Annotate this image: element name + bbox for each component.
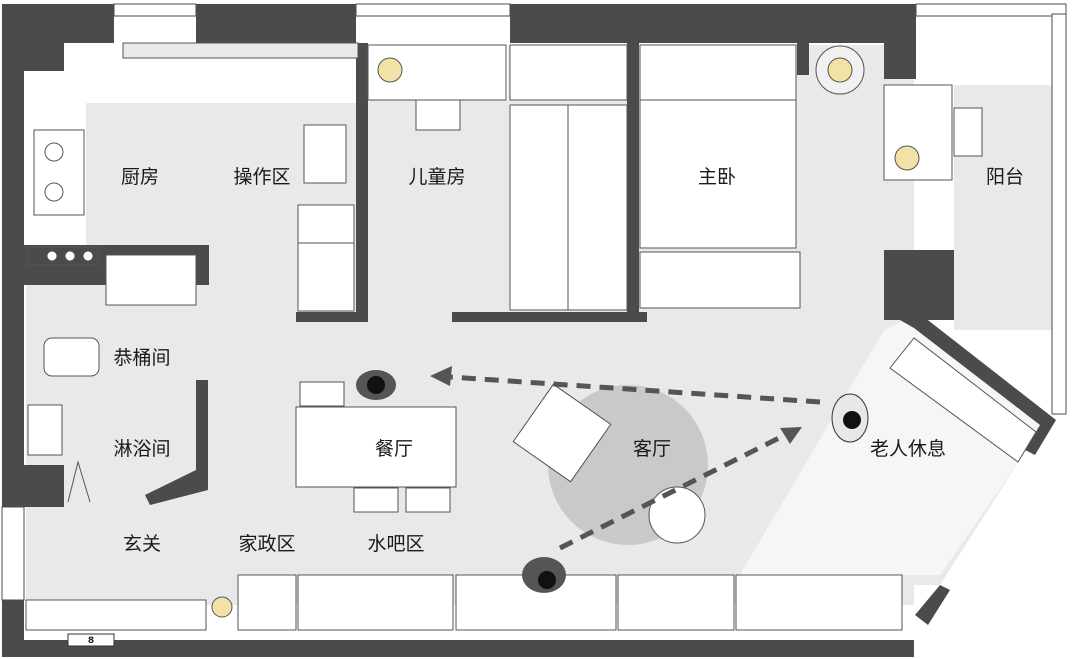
door-tag: 8 <box>88 636 94 646</box>
label-elder-rest: 老人休息 <box>870 438 946 460</box>
balcony-furniture <box>211 57 983 618</box>
label-entrance: 玄关 <box>123 533 161 555</box>
person-living-icon <box>522 557 566 593</box>
room-labels: 厨房 操作区 儿童房 主卧 阳台 恭桶间 淋浴间 餐厅 客厅 老人休息 玄关 家… <box>113 166 1024 555</box>
label-master-bedroom: 主卧 <box>698 166 736 188</box>
label-dining-room: 餐厅 <box>375 438 413 460</box>
label-toilet-room: 恭桶间 <box>113 347 170 369</box>
kids-room-furniture <box>367 44 628 311</box>
person-dining-icon <box>356 370 396 400</box>
arrowhead-elder <box>780 427 802 444</box>
arrow-to-dining <box>449 374 821 405</box>
door-tag-box <box>67 633 115 647</box>
arrow-to-elder <box>558 432 787 551</box>
label-balcony: 阳台 <box>986 166 1024 188</box>
label-water-bar: 水吧区 <box>367 533 424 555</box>
movement-arrows <box>449 374 821 551</box>
label-shower-room: 淋浴间 <box>113 438 170 460</box>
label-kids-room: 儿童房 <box>408 166 465 188</box>
dining-living-furniture <box>295 337 1037 545</box>
arrowhead-dining <box>430 366 452 386</box>
master-bedroom-furniture <box>639 44 865 309</box>
person-elder-icon <box>831 393 869 443</box>
bathroom-fixtures <box>27 337 100 503</box>
kitchen-fixtures <box>27 42 359 312</box>
person-icons <box>356 370 869 593</box>
label-prep-area: 操作区 <box>233 166 290 188</box>
label-kitchen: 厨房 <box>121 166 159 188</box>
windows <box>1 3 1067 601</box>
label-living-room: 客厅 <box>633 438 671 460</box>
label-housework-area: 家政区 <box>238 533 295 555</box>
